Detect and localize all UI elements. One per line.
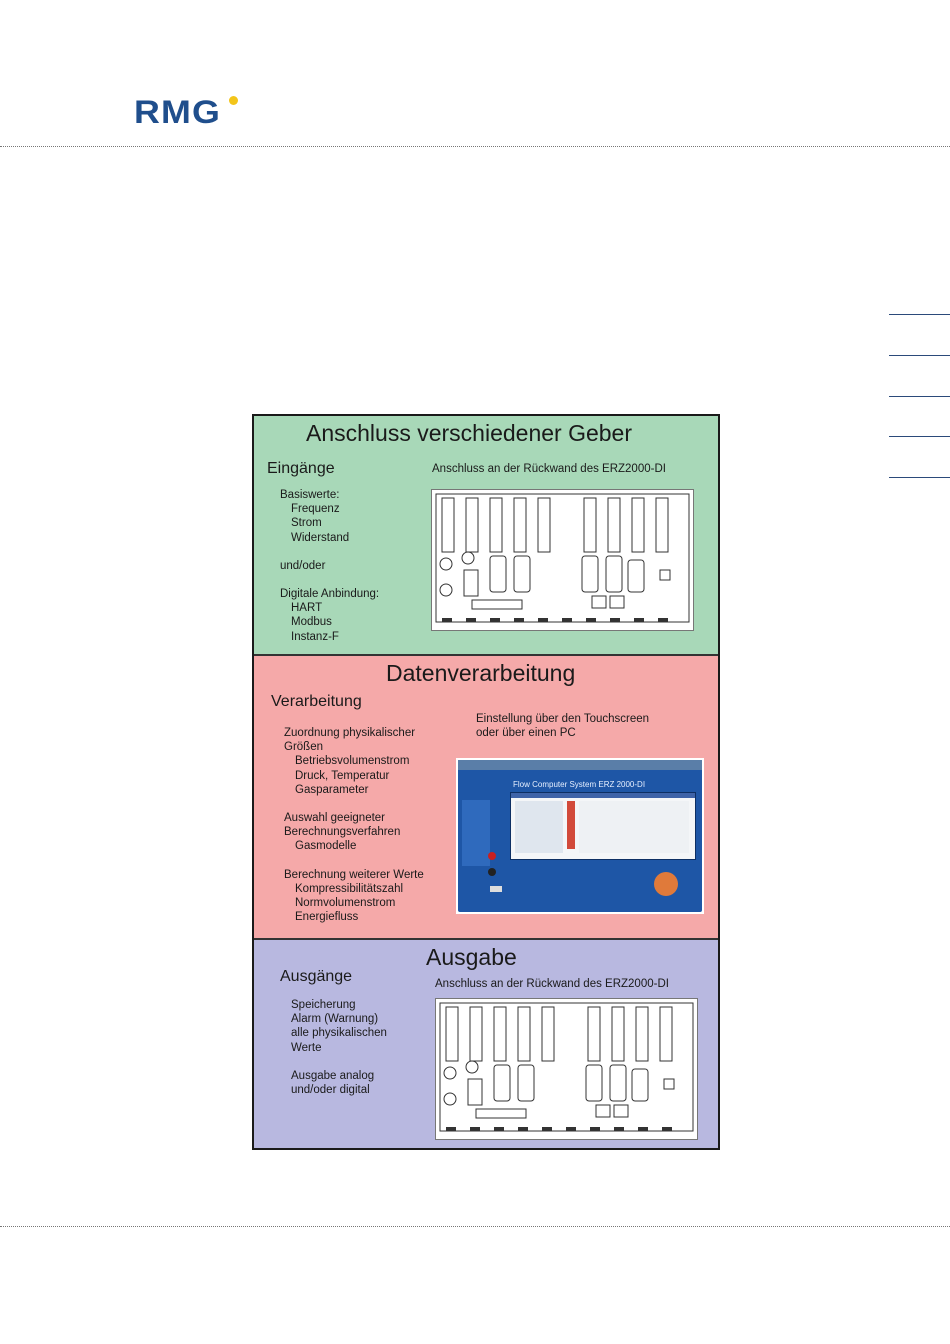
outputs-panel: Ausgabe Ausgänge Anschluss an der Rückwa… xyxy=(254,940,718,1148)
list-item: Normvolumenstrom xyxy=(295,897,396,910)
device-housing: Flow Computer System ERZ 2000-DI xyxy=(458,760,702,912)
margin-tick xyxy=(889,396,950,397)
device-side-menu xyxy=(462,800,490,866)
inputs-panel-title: Anschluss verschiedener Geber xyxy=(306,420,632,446)
processing-heading: Verarbeitung xyxy=(271,693,362,710)
outputs-panel-title: Ausgabe xyxy=(426,944,517,970)
processing-panel-title: Datenverarbeitung xyxy=(386,660,576,686)
processing-list: Zuordnung physikalischer Größen Betriebs… xyxy=(284,726,424,924)
screen-tree xyxy=(515,801,563,853)
device-black-jack-icon xyxy=(488,868,496,876)
screen-status-column xyxy=(567,801,575,849)
list-item: Strom xyxy=(291,517,322,530)
list-item: Ausgabe analog xyxy=(291,1069,375,1082)
list-item: Kompressibilitätszahl xyxy=(295,882,404,895)
rmg-logo: RMG xyxy=(134,94,238,131)
caption-line: Einstellung über den Touchscreen xyxy=(476,713,650,725)
device-red-jack-icon xyxy=(488,852,496,860)
device-screen xyxy=(510,792,696,860)
list-item: Modbus xyxy=(291,616,332,629)
device-usb-port xyxy=(490,886,502,892)
list-item: Instanz-F xyxy=(291,630,339,643)
device-photo: Flow Computer System ERZ 2000-DI xyxy=(456,758,704,914)
outputs-caption: Anschluss an der Rückwand des ERZ2000-DI xyxy=(435,978,669,990)
list-item: HART xyxy=(291,602,323,615)
list-item: Berechnung weiterer Werte xyxy=(284,868,424,881)
device-title: Flow Computer System ERZ 2000-DI xyxy=(513,780,646,789)
processing-caption: Einstellung über den Touchscreen oder üb… xyxy=(476,712,649,740)
outputs-list: Speicherung Alarm (Warnung) alle physika… xyxy=(291,998,387,1097)
margin-tick xyxy=(889,355,950,356)
processing-panel: Datenverarbeitung Verarbeitung Einstellu… xyxy=(254,656,718,940)
device-knob xyxy=(654,872,678,896)
list-item: Berechnungsverfahren xyxy=(284,826,401,839)
inputs-caption: Anschluss an der Rückwand des ERZ2000-DI xyxy=(432,463,666,475)
footer-divider xyxy=(0,1226,950,1227)
rear-panel-diagram xyxy=(431,489,694,631)
list-item: Druck, Temperatur xyxy=(295,769,390,782)
list-item: Alarm (Warnung) xyxy=(291,1013,379,1026)
caption-line: oder über einen PC xyxy=(476,727,576,740)
screen-values xyxy=(579,801,689,853)
overview-figure: Anschluss verschiedener Geber Eingänge A… xyxy=(252,414,720,1150)
list-item: und/oder digital xyxy=(291,1084,370,1097)
inputs-list: Basiswerte: Frequenz Strom Widerstand un… xyxy=(280,488,379,644)
list-item: Werte xyxy=(291,1041,322,1054)
margin-tick xyxy=(889,436,950,437)
margin-tick xyxy=(889,314,950,315)
list-item: Energiefluss xyxy=(295,911,359,924)
rear-panel-drawing xyxy=(439,1002,694,1132)
margin-tick xyxy=(889,477,950,478)
rear-panel-drawing xyxy=(435,493,690,623)
list-item: Speicherung xyxy=(291,999,356,1011)
header-divider xyxy=(0,146,950,147)
list-item: Frequenz xyxy=(291,503,340,516)
list-item: und/oder xyxy=(280,559,326,572)
list-item: Gasmodelle xyxy=(295,840,357,853)
device-top-vent xyxy=(458,760,702,770)
list-item: Basiswerte: xyxy=(280,489,340,501)
inputs-panel: Anschluss verschiedener Geber Eingänge A… xyxy=(254,416,718,656)
list-item: Betriebsvolumenstrom xyxy=(295,755,410,768)
logo-text: RMG xyxy=(134,94,221,130)
logo-dot-icon xyxy=(228,96,238,105)
inputs-heading: Eingänge xyxy=(267,460,335,477)
list-item: Größen xyxy=(284,741,323,754)
list-item: Zuordnung physikalischer xyxy=(284,727,416,739)
list-item: alle physikalischen xyxy=(291,1027,387,1040)
list-item: Widerstand xyxy=(291,531,350,544)
list-item: Gasparameter xyxy=(295,783,369,796)
rear-panel-diagram xyxy=(435,998,698,1140)
list-item: Auswahl geeigneter xyxy=(284,812,386,825)
outputs-heading: Ausgänge xyxy=(280,968,353,985)
list-item: Digitale Anbindung: xyxy=(280,588,380,601)
